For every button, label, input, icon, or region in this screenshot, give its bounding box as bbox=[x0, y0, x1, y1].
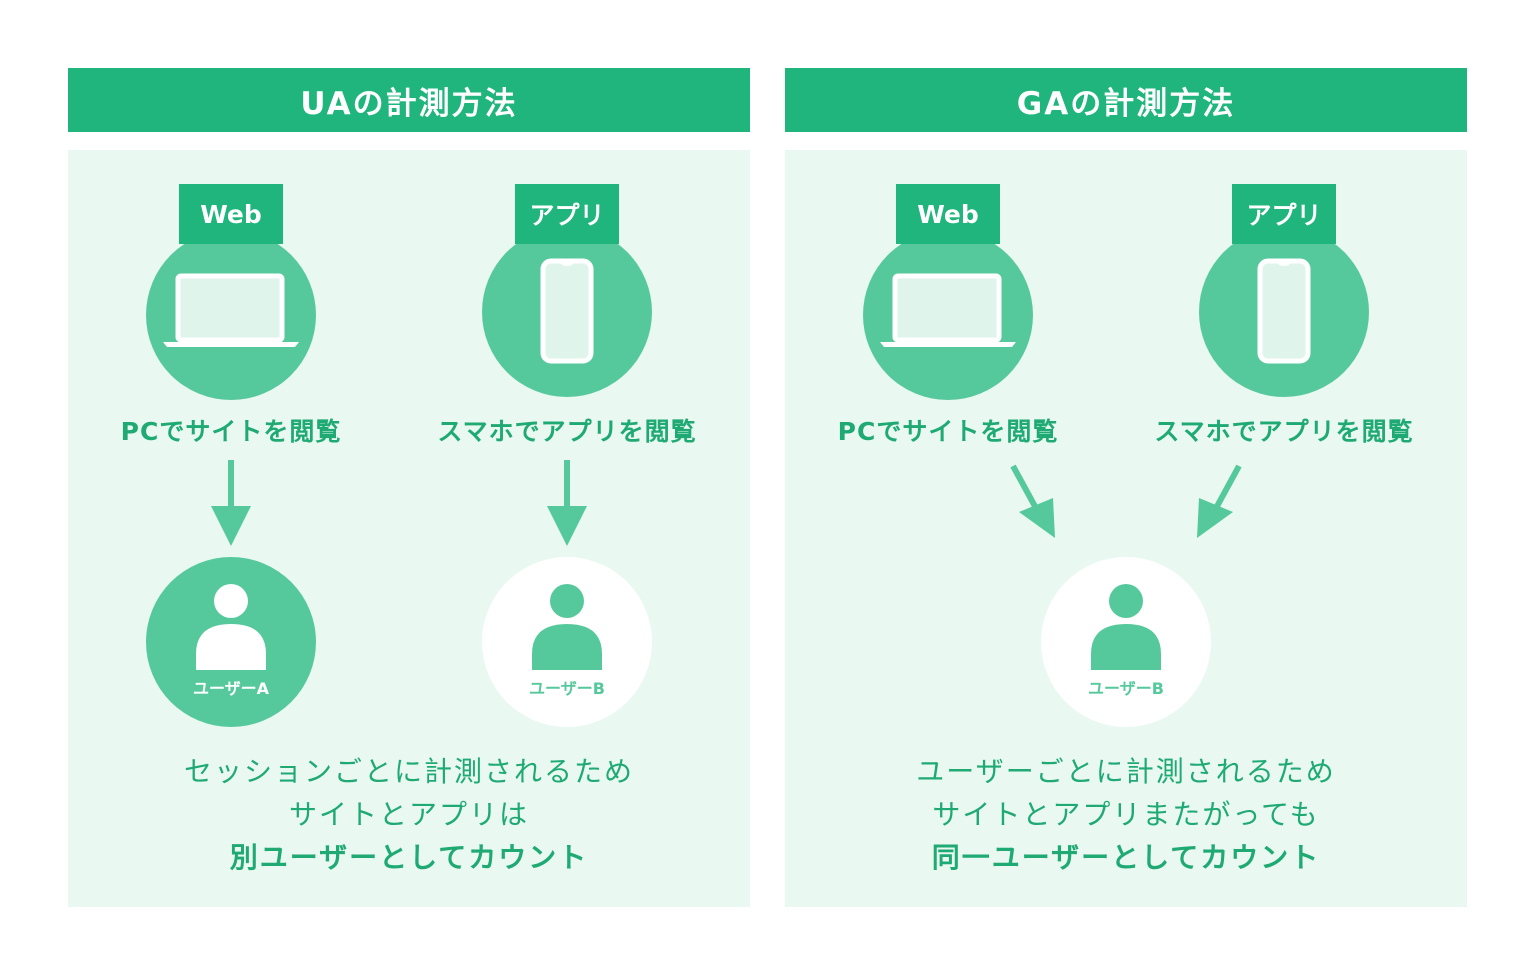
smartphone-icon bbox=[540, 258, 594, 364]
ua-panel: Web PCでサイトを閲覧 アプリ スマホでアプリを閲覧 bbox=[68, 150, 750, 907]
smartphone-icon bbox=[1257, 258, 1311, 364]
web-tag: Web bbox=[896, 184, 1000, 244]
app-tag: アプリ bbox=[515, 184, 619, 244]
ua-description-conclusion: 別ユーザーとしてカウント bbox=[229, 841, 589, 874]
user-a-circle: ユーザーA bbox=[146, 557, 316, 727]
ga-description-line1: ユーザーごとに計測されるため bbox=[916, 755, 1336, 788]
ga-description: ユーザーごとに計測されるため サイトとアプリまたがっても 同一ユーザーとしてカウ… bbox=[785, 750, 1467, 879]
web-device-label: PCでサイトを閲覧 bbox=[120, 417, 342, 446]
ua-description-line2: サイトとアプリは bbox=[288, 798, 529, 831]
arrow-down-right-icon bbox=[1009, 464, 1059, 542]
web-device-circle bbox=[863, 230, 1033, 400]
user-icon bbox=[196, 584, 266, 670]
ga-panel: Web PCでサイトを閲覧 アプリ スマホでアプリを閲覧 bbox=[785, 150, 1467, 907]
laptop-icon bbox=[878, 272, 1018, 350]
user-icon bbox=[532, 584, 602, 670]
app-tag: アプリ bbox=[1232, 184, 1336, 244]
user-b-circle: ユーザーB bbox=[482, 557, 652, 727]
ga-section-title: GAの計測方法 bbox=[785, 68, 1467, 132]
web-tag: Web bbox=[179, 184, 283, 244]
app-device-label: スマホでアプリを閲覧 bbox=[1154, 417, 1414, 446]
laptop-icon bbox=[161, 272, 301, 350]
ua-description-line1: セッションごとに計測されるため bbox=[183, 755, 634, 788]
web-device-circle bbox=[146, 230, 316, 400]
ua-section-title: UAの計測方法 bbox=[68, 68, 750, 132]
arrow-down-icon bbox=[211, 460, 251, 550]
arrow-down-left-icon bbox=[1193, 464, 1243, 542]
ga-description-conclusion: 同一ユーザーとしてカウント bbox=[931, 841, 1321, 874]
user-icon bbox=[1091, 584, 1161, 670]
app-device-circle bbox=[1199, 227, 1369, 397]
user-a-label: ユーザーA bbox=[192, 679, 270, 698]
app-device-circle bbox=[482, 227, 652, 397]
user-b-label: ユーザーB bbox=[1088, 679, 1164, 698]
ga-description-line2: サイトとアプリまたがっても bbox=[932, 798, 1320, 831]
arrow-down-icon bbox=[547, 460, 587, 550]
user-b-label: ユーザーB bbox=[529, 679, 605, 698]
user-b-circle: ユーザーB bbox=[1041, 557, 1211, 727]
app-device-label: スマホでアプリを閲覧 bbox=[437, 417, 697, 446]
web-device-label: PCでサイトを閲覧 bbox=[837, 417, 1059, 446]
ua-description: セッションごとに計測されるため サイトとアプリは 別ユーザーとしてカウント bbox=[68, 750, 750, 879]
